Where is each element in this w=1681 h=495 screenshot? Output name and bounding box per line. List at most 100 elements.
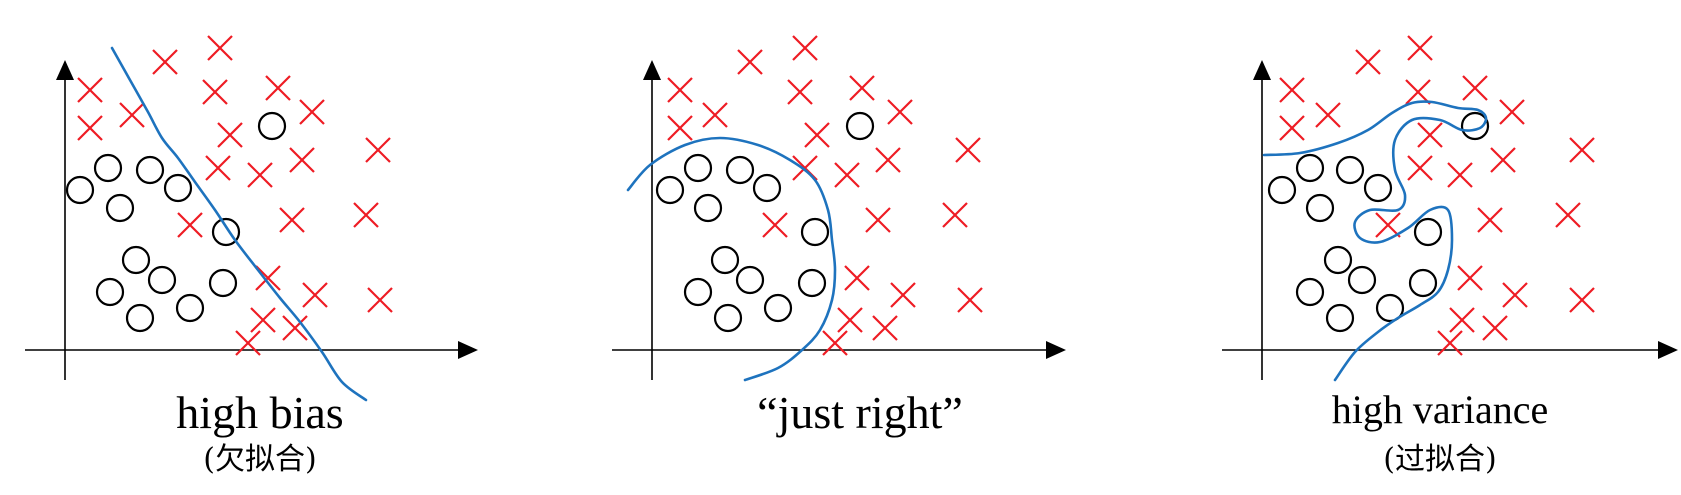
x-mark-stroke xyxy=(955,137,981,163)
x-mark xyxy=(737,49,763,75)
o-mark xyxy=(93,153,123,183)
x-mark xyxy=(804,122,830,148)
x-mark xyxy=(1477,207,1503,233)
o-mark xyxy=(135,155,165,185)
y-axis-arrowhead xyxy=(643,60,661,80)
x-mark-stroke xyxy=(1449,307,1475,333)
x-mark xyxy=(872,315,898,341)
x-mark-stroke xyxy=(235,330,261,356)
x-mark-stroke xyxy=(837,307,863,333)
o-mark xyxy=(1363,173,1393,203)
x-mark-stroke xyxy=(152,49,178,75)
x-mark xyxy=(365,137,391,163)
o-mark xyxy=(125,303,155,333)
o-mark xyxy=(735,265,765,295)
x-mark-stroke xyxy=(302,282,328,308)
x-mark xyxy=(1555,202,1581,228)
x-mark xyxy=(1569,137,1595,163)
x-mark-stroke xyxy=(207,35,233,61)
x-mark xyxy=(265,75,291,101)
x-mark-stroke xyxy=(872,315,898,341)
x-mark xyxy=(77,77,103,103)
x-mark xyxy=(1375,212,1401,238)
x-mark xyxy=(887,99,913,125)
o-mark xyxy=(163,173,193,203)
x-mark-stroke xyxy=(77,77,103,103)
panel-just-right xyxy=(612,35,1066,382)
x-mark-stroke xyxy=(177,212,203,238)
x-mark-stroke xyxy=(1375,212,1401,238)
x-mark xyxy=(875,147,901,173)
o-mark xyxy=(1408,268,1438,298)
x-mark-stroke xyxy=(1482,315,1508,341)
x-mark-stroke xyxy=(887,99,913,125)
x-mark-stroke xyxy=(1502,282,1528,308)
o-mark xyxy=(1267,175,1297,205)
o-mark xyxy=(1295,277,1325,307)
o-mark xyxy=(713,303,743,333)
o-mark xyxy=(725,155,755,185)
x-mark-stroke xyxy=(282,315,308,341)
x-mark xyxy=(279,207,305,233)
x-mark-stroke xyxy=(957,287,983,313)
x-mark-stroke xyxy=(875,147,901,173)
x-mark xyxy=(1405,79,1431,105)
x-mark-stroke xyxy=(119,102,145,128)
x-mark xyxy=(207,35,233,61)
x-axis-arrowhead xyxy=(1658,341,1678,359)
caption-high-variance: high variance xyxy=(1331,387,1549,432)
o-mark xyxy=(763,293,793,323)
x-mark xyxy=(834,162,860,188)
x-mark xyxy=(1417,122,1443,148)
x-mark xyxy=(1499,99,1525,125)
x-mark xyxy=(367,287,393,313)
x-mark xyxy=(217,122,243,148)
x-mark xyxy=(890,282,916,308)
o-mark xyxy=(1295,153,1325,183)
o-mark xyxy=(683,277,713,307)
x-mark-stroke xyxy=(1437,330,1463,356)
o-mark xyxy=(95,277,125,307)
x-mark-stroke xyxy=(365,137,391,163)
x-mark xyxy=(235,330,261,356)
o-mark xyxy=(800,217,830,247)
caption-just-right: “just right” xyxy=(757,387,963,438)
x-mark xyxy=(1279,115,1305,141)
x-mark xyxy=(957,287,983,313)
x-mark-stroke xyxy=(1490,147,1516,173)
x-mark xyxy=(1569,287,1595,313)
y-axis-arrowhead xyxy=(1253,60,1271,80)
x-mark-stroke xyxy=(1457,265,1483,291)
x-mark xyxy=(792,35,818,61)
x-mark xyxy=(849,75,875,101)
x-mark-stroke xyxy=(1407,35,1433,61)
x-mark-stroke xyxy=(737,49,763,75)
o-mark xyxy=(710,245,740,275)
x-mark xyxy=(787,79,813,105)
x-mark-stroke xyxy=(265,75,291,101)
x-mark xyxy=(1355,49,1381,75)
o-mark xyxy=(752,173,782,203)
x-mark-stroke xyxy=(367,287,393,313)
decision-boundary xyxy=(110,46,368,402)
o-mark xyxy=(1460,111,1490,141)
x-mark-stroke xyxy=(804,122,830,148)
x-mark-stroke xyxy=(1462,75,1488,101)
x-mark-stroke xyxy=(1355,49,1381,75)
x-mark xyxy=(1447,162,1473,188)
x-mark xyxy=(837,307,863,333)
x-mark-stroke xyxy=(1555,202,1581,228)
o-mark xyxy=(121,245,151,275)
o-mark xyxy=(257,111,287,141)
x-mark xyxy=(299,99,325,125)
o-mark xyxy=(1347,265,1377,295)
o-mark xyxy=(1335,155,1365,185)
x-mark-stroke xyxy=(289,147,315,173)
x-mark-stroke xyxy=(77,115,103,141)
x-mark-stroke xyxy=(202,79,228,105)
x-mark-stroke xyxy=(667,77,693,103)
o-mark xyxy=(211,217,241,247)
x-mark xyxy=(667,77,693,103)
x-mark-stroke xyxy=(792,155,818,181)
